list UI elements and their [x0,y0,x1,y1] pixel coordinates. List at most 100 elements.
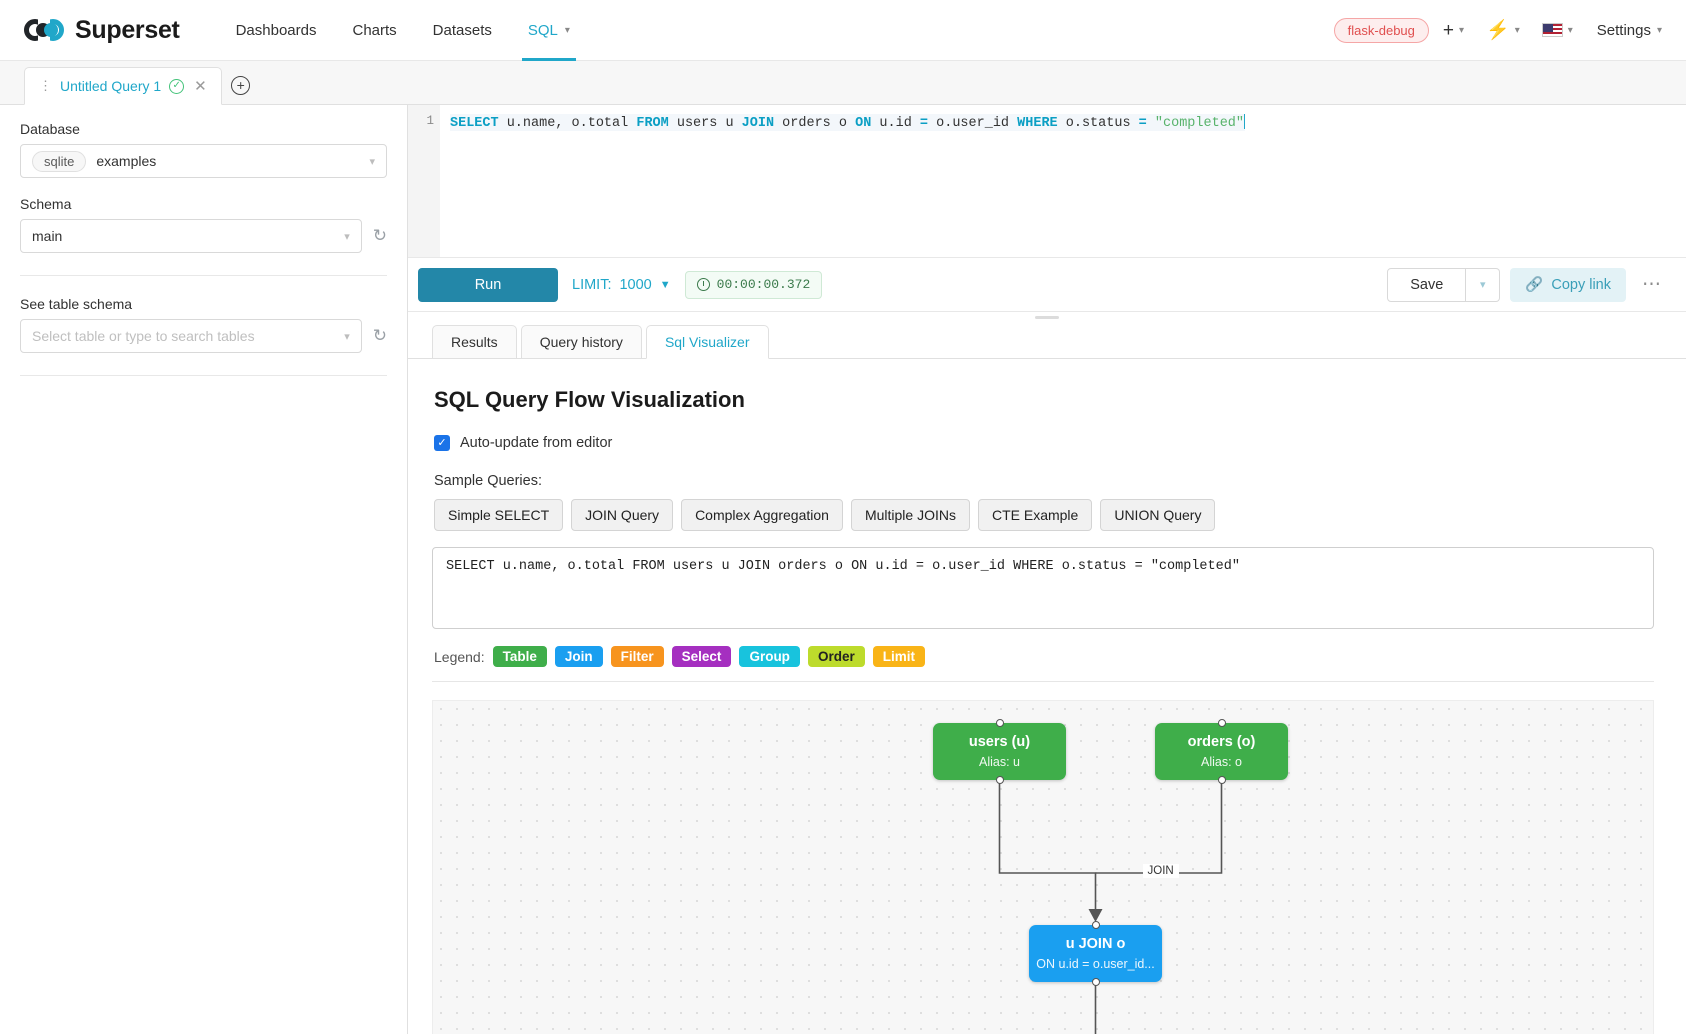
legend-chip-table: Table [492,646,547,667]
editor-line-1: SELECT u.name, o.total FROM users u JOIN… [450,114,1246,131]
new-item-button[interactable]: + ▾ [1435,17,1472,44]
node-users[interactable]: users (u) Alias: u [933,719,1066,784]
visualizer-sql-input[interactable] [432,547,1654,629]
limit-dropdown[interactable]: LIMIT: 1000 ▼ [572,277,671,293]
legend-chip-group: Group [739,646,800,667]
run-button[interactable]: Run [418,267,558,302]
drag-handle-icon[interactable]: ⋮ [39,78,52,93]
copy-link-button[interactable]: 🔗 Copy link [1510,267,1626,302]
node-join[interactable]: u JOIN o ON u.id = o.user_id... [1029,921,1162,986]
legend-chip-limit: Limit [872,646,925,667]
legend-label: Legend: [434,648,485,665]
line-number: 1 [426,114,434,128]
save-button[interactable]: Save [1387,267,1467,302]
refresh-schemas-icon[interactable]: ↻ [372,226,387,245]
database-value: examples [96,153,157,169]
limit-label: LIMIT: [572,276,612,293]
superset-logo-icon [24,19,66,41]
visualizer-content: SQL Query Flow Visualization ✓ Auto-upda… [432,387,1654,1034]
node-title: orders (o) [1187,734,1256,750]
sql-editor-wrap: 1 SELECT u.name, o.total FROM users u JO… [408,105,1686,258]
sidebar-divider [20,275,387,276]
node-orders[interactable]: orders (o) Alias: o [1155,719,1288,784]
timer-value: 00:00:00.372 [716,277,811,292]
sample-button-simple-select[interactable]: Simple SELECT [434,499,564,531]
database-engine-pill: sqlite [32,150,87,172]
sample-button-cte-example[interactable]: CTE Example [977,499,1093,531]
visualizer-divider [432,681,1654,682]
nav-link-sql-label: SQL [527,21,558,39]
superset-brand[interactable]: Superset [24,16,180,45]
chevron-down-icon: ▾ [344,230,350,243]
tab-sql-visualizer[interactable]: Sql Visualizer [645,325,769,359]
copy-link-label: Copy link [1551,276,1611,293]
add-query-tab-button[interactable]: + [222,66,260,104]
database-select[interactable]: sqlite examples ▾ [20,144,387,178]
refresh-tables-icon[interactable]: ↻ [372,326,387,345]
table-schema-label: See table schema [20,296,133,312]
table-select[interactable]: Select table or type to search tables ▾ [20,319,362,353]
toolbar-right: Save ▾ 🔗 Copy link ⋯ [1387,267,1668,302]
nav-link-sql[interactable]: SQL ▾ [510,0,588,61]
sample-button-union-query[interactable]: UNION Query [1100,499,1216,531]
chevron-down-icon: ▾ [1514,24,1520,36]
auto-update-row: ✓ Auto-update from editor [434,435,1654,451]
settings-menu[interactable]: Settings ▾ [1587,22,1662,39]
brand-name: Superset [75,15,180,44]
query-tab-untitled-query-1[interactable]: ⋮ Untitled Query 1 ✓ ✕ [24,67,222,105]
sample-queries-row: Simple SELECT JOIN Query Complex Aggrega… [434,499,1654,531]
chevron-down-icon: ▾ [1480,279,1486,291]
page-title: SQL Query Flow Visualization [434,387,745,412]
query-tab-strip: ⋮ Untitled Query 1 ✓ ✕ + [0,61,1686,105]
language-picker[interactable]: ▾ [1534,19,1581,41]
nav-link-charts[interactable]: Charts [352,21,397,39]
nav-link-dashboards[interactable]: Dashboards [235,21,317,39]
sample-button-complex-aggregation[interactable]: Complex Aggregation [681,499,843,531]
save-button-group: Save ▾ [1387,267,1501,302]
chevron-down-icon: ▾ [1567,24,1573,36]
plus-icon: + [1442,19,1454,41]
port-top [1091,921,1100,929]
query-tab-label: Untitled Query 1 [60,78,162,94]
pane-resize-handle[interactable] [408,312,1686,323]
settings-label: Settings [1596,21,1651,39]
port-top [995,719,1004,727]
limit-value: 1000 [619,276,652,293]
plus-circle-icon: + [231,75,251,95]
sample-button-multiple-joins[interactable]: Multiple JOINs [850,499,970,531]
tab-results[interactable]: Results [432,325,517,359]
legend-chip-select: Select [671,646,732,667]
node-title: users (u) [968,734,1031,750]
bolt-menu-button[interactable]: ⚡ ▾ [1478,17,1528,44]
schema-value: main [32,228,63,244]
query-timer: 00:00:00.372 [684,270,823,299]
chevron-down-icon: ▾ [1656,24,1662,36]
node-title: u JOIN o [1065,936,1126,952]
schema-select[interactable]: main ▾ [20,219,362,253]
table-select-placeholder: Select table or type to search tables [32,328,255,344]
chevron-down-icon: ▼ [659,278,671,291]
edge-label-join: JOIN [1142,864,1179,878]
nav-link-datasets[interactable]: Datasets [432,21,492,39]
bolt-icon: ⚡ [1486,19,1510,41]
more-options-button[interactable]: ⋯ [1642,274,1662,295]
chevron-down-icon: ▾ [564,24,570,36]
main-nav: Dashboards Charts Datasets SQL ▾ [218,0,588,61]
tab-query-history[interactable]: Query history [520,325,642,359]
sample-button-join-query[interactable]: JOIN Query [571,499,674,531]
top-navbar: Superset Dashboards Charts Datasets SQL … [0,0,1686,61]
auto-update-label: Auto-update from editor [460,435,613,451]
close-icon[interactable]: ✕ [194,78,207,95]
sql-editor[interactable]: 1 SELECT u.name, o.total FROM users u JO… [408,105,1686,257]
save-dropdown-button[interactable]: ▾ [1466,267,1501,302]
port-bottom [1091,978,1100,986]
editor-code-area[interactable]: SELECT u.name, o.total FROM users u JOIN… [440,105,1686,257]
flow-edges [998,780,1223,1034]
auto-update-checkbox[interactable]: ✓ [434,435,450,451]
left-panel: Database sqlite examples ▾ Schema main ▾… [0,105,408,1034]
editor-gutter: 1 [408,105,440,257]
chevron-down-icon: ▾ [344,330,350,343]
flow-canvas[interactable]: users (u) Alias: u orders (o) Alias: o [432,700,1654,1034]
sidebar-divider-2 [20,375,387,376]
